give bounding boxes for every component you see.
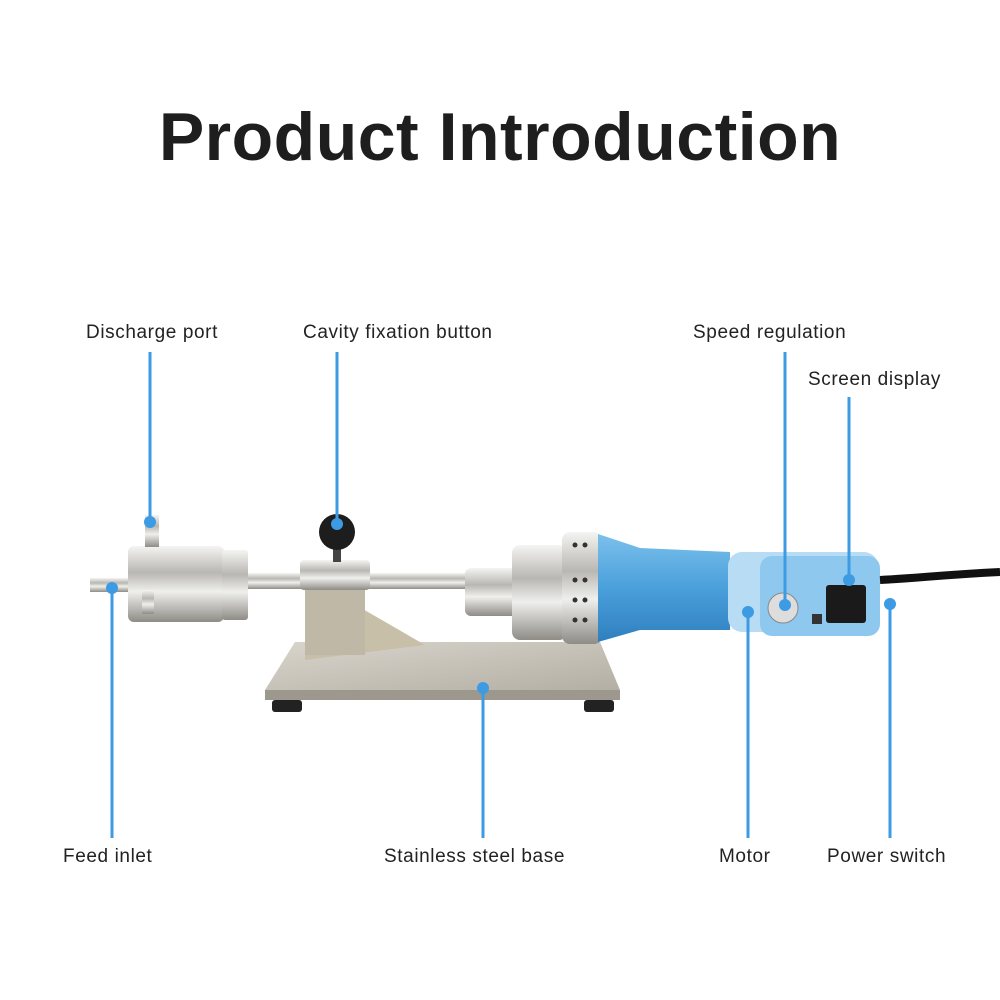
motor xyxy=(465,532,1000,644)
screen-display xyxy=(826,585,866,623)
label-motor: Motor xyxy=(719,846,771,867)
label-screen-display: Screen display xyxy=(808,369,942,390)
label-feed-inlet: Feed inlet xyxy=(63,846,153,867)
cavity xyxy=(90,515,370,622)
label-stainless-steel-base: Stainless steel base xyxy=(384,846,565,867)
label-power-switch: Power switch xyxy=(827,846,947,867)
label-discharge-port: Discharge port xyxy=(86,322,218,343)
cavity-fixation-knob xyxy=(319,514,355,562)
power-switch xyxy=(812,614,822,624)
label-cavity-fixation-button: Cavity fixation button xyxy=(303,322,493,343)
label-speed-regulation: Speed regulation xyxy=(693,322,847,343)
stainless-steel-base xyxy=(265,565,620,712)
page-title: Product Introduction xyxy=(158,99,842,175)
callout-lines xyxy=(106,352,896,838)
